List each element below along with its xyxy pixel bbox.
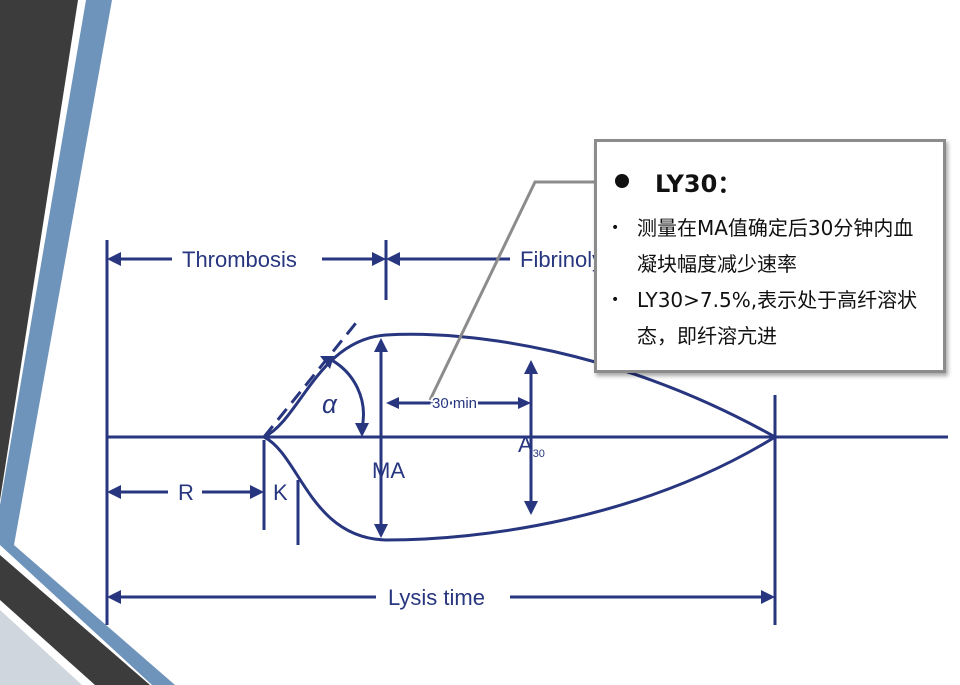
- k-label: K: [273, 480, 288, 505]
- deco-dark-stripe-bottom: [0, 555, 150, 685]
- callout-title-row: LY30：: [609, 164, 933, 198]
- alpha-tangent-line: [262, 317, 362, 438]
- arrowhead: [107, 485, 121, 499]
- arrowhead: [107, 252, 121, 266]
- callout-title-bullet: [615, 174, 629, 188]
- slide-decoration: [0, 0, 175, 685]
- callout-item-text: LY30>7.5%,表示处于高纤溶状态，即纤溶亢进: [637, 288, 918, 348]
- tracing-upper-curve: [263, 332, 776, 439]
- callout-title: LY30：: [655, 169, 742, 198]
- lysis-time-label: Lysis time: [388, 585, 485, 610]
- a30-label-sub: 30: [533, 448, 545, 460]
- alpha-label: α: [322, 389, 338, 419]
- arrowhead: [355, 423, 369, 437]
- arrowhead: [250, 485, 264, 499]
- tracing-lower-curve: [263, 435, 776, 542]
- callout-item: • 测量在MA值确定后30分钟内血凝块幅度减少速率: [609, 210, 933, 282]
- callout-item-bullet: •: [611, 220, 620, 236]
- arrowheads: [107, 252, 775, 604]
- callout-item: • LY30>7.5%,表示处于高纤溶状态，即纤溶亢进: [609, 282, 933, 354]
- a30-label: A30: [518, 432, 545, 460]
- thromboelastography-diagram: [105, 180, 948, 625]
- deco-dark-stripe-left: [0, 0, 78, 500]
- r-label: R: [178, 480, 194, 505]
- arrowhead: [386, 397, 399, 409]
- arrowhead: [524, 360, 538, 374]
- deco-gray-stripe-bottom: [0, 610, 82, 685]
- arrowhead: [107, 590, 121, 604]
- arrowhead: [524, 501, 538, 515]
- arrowhead: [374, 524, 388, 538]
- arrowhead: [761, 590, 775, 604]
- arrowhead: [374, 338, 388, 352]
- callout-item-bullet: •: [611, 292, 620, 308]
- deco-blue-stripe-left: [0, 0, 112, 545]
- ly30-callout-box: LY30： • 测量在MA值确定后30分钟内血凝块幅度减少速率 • LY30>7…: [594, 139, 946, 373]
- thrombosis-label: Thrombosis: [182, 247, 297, 272]
- arrowhead: [320, 356, 334, 369]
- deco-blue-stripe-bottom: [0, 545, 175, 685]
- thirty-min-label: 30 min: [432, 395, 477, 412]
- callout-item-text: 测量在MA值确定后30分钟内血凝块幅度减少速率: [637, 216, 914, 276]
- callout-leader-line: [428, 180, 596, 401]
- diagram-labels: Thrombosis Fibrinolysis α 30 min MA A30 …: [178, 247, 630, 610]
- ma-label: MA: [372, 458, 405, 483]
- arrowhead: [518, 397, 531, 409]
- a30-label-main: A: [518, 432, 533, 457]
- arrowhead: [372, 252, 386, 266]
- arrowhead: [386, 252, 400, 266]
- alpha-arc: [327, 356, 365, 429]
